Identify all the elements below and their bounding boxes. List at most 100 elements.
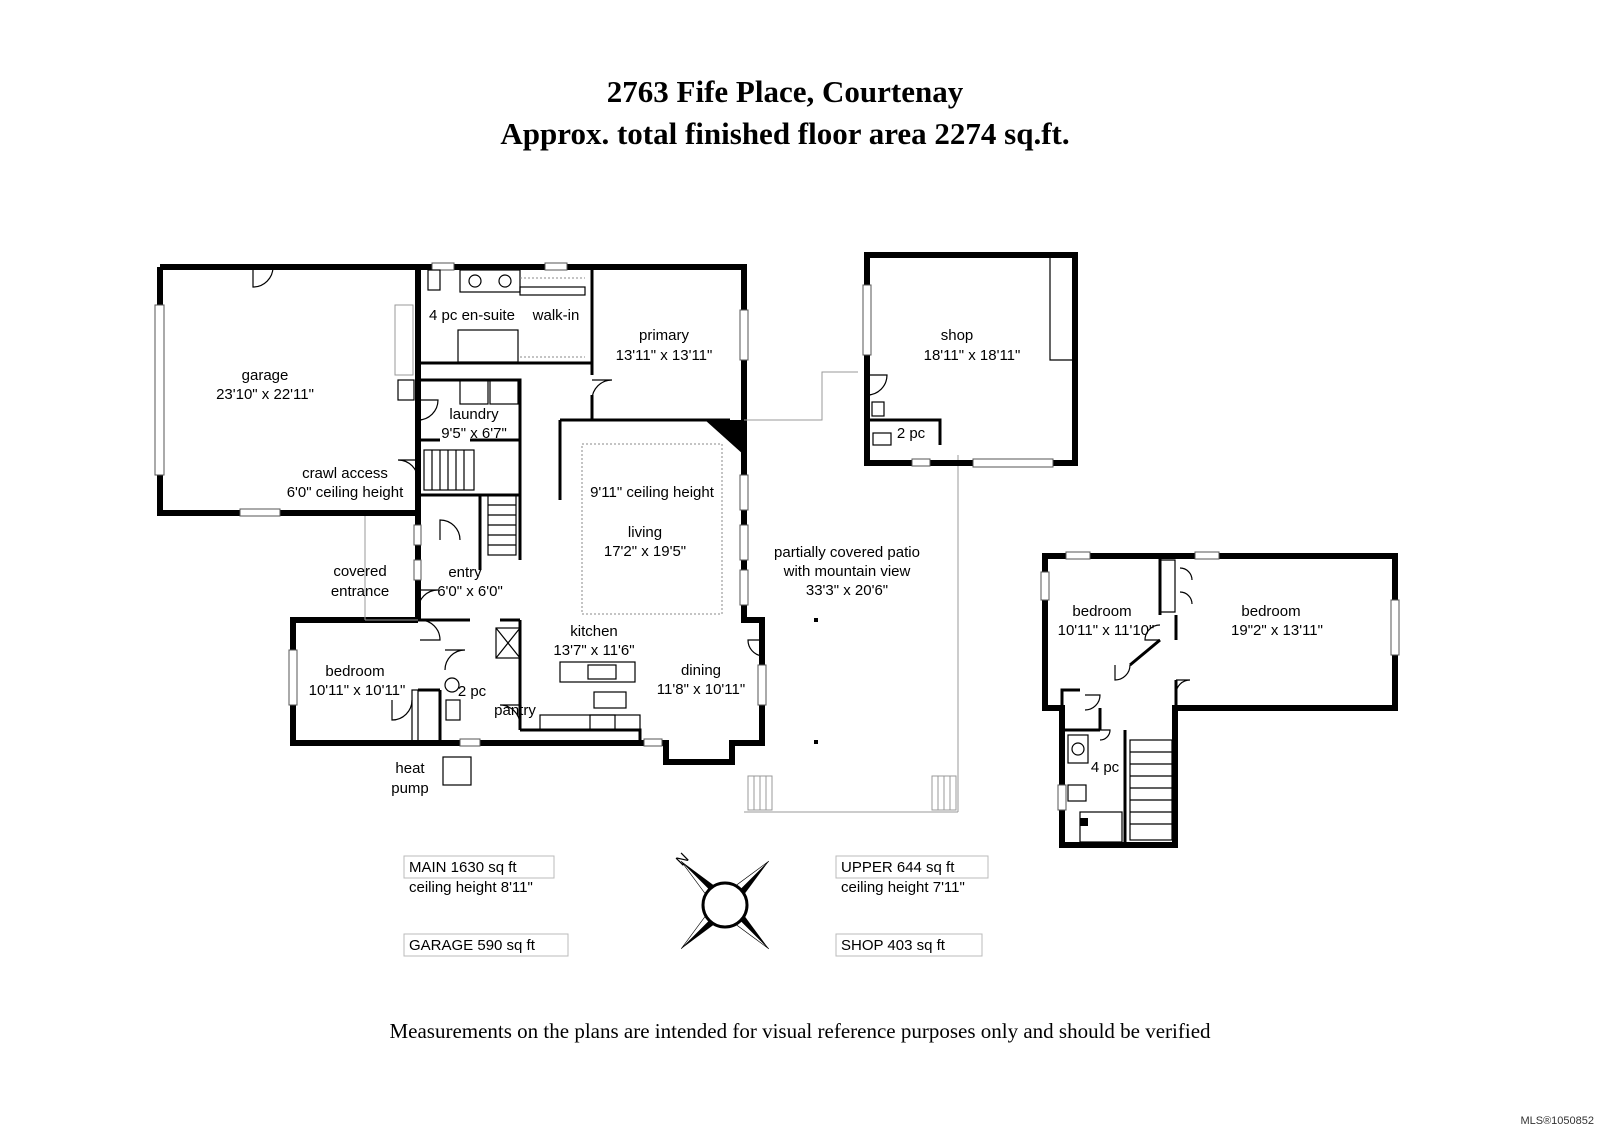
garage-shelf [394,304,414,376]
kitchen-dims: 13'7" x 11'6" [553,642,634,659]
shop-door-swing [866,374,888,396]
bath-door-swing [444,649,466,671]
patio-steps-right-lines [937,776,951,810]
ensuite-sink-2-icon [498,274,512,288]
upper-window-2 [1194,551,1220,560]
ensuite-shower [457,329,519,363]
living-vaulted-area [581,443,723,615]
upper-sink-basin-icon [1071,742,1085,756]
upper-sink-icon [1067,734,1089,764]
bedroom-upper-1-name: bedroom [1072,603,1131,620]
summary-garage-line1: GARAGE 590 sq ft [409,937,536,954]
main-stairs [423,449,517,556]
shop-shelf [1049,258,1072,361]
bedroom-closet-door-swing [391,699,413,721]
room-labels: garage 23'10" x 22'11" 4 pc en-suite wal… [216,307,1323,797]
entry-inner-door-swing [439,519,461,541]
washer-icon [459,379,489,405]
plan-area-title: Approx. total finished floor area 2274 s… [500,116,1069,151]
summary-upper-line1: UPPER 644 sq ft [841,859,955,876]
summary-main-line2: ceiling height 8'11" [409,879,533,896]
upper-door-swing-5 [1099,729,1111,741]
shop-plan [862,252,1078,468]
kitchen-table-icon [593,691,627,709]
upper-tub-icon [1079,811,1123,843]
patio-outline [744,371,959,813]
mls-watermark: MLS®1050852 [1520,1115,1594,1127]
bath-sink-icon [444,677,460,693]
living-ceiling: 9'11" ceiling height [590,484,715,501]
upper-door-swing-4 [1084,694,1101,711]
shop-door-bottom [972,458,1054,468]
dining-name: dining [681,662,721,679]
upper-door-swing-2 [1114,664,1131,681]
crawl-dims: 6'0" ceiling height [287,484,404,501]
two-pc-main-name: 2 pc [458,683,487,700]
area-summary: MAIN 1630 sq ft ceiling height 8'11" UPP… [403,855,989,957]
primary-window [739,309,749,361]
shop-walls [864,252,1078,466]
crawl-name: crawl access [302,465,388,482]
upper-window-1 [1065,551,1091,560]
dryer-icon [489,379,519,405]
upper-toilet-icon [1067,784,1087,802]
bedroom-closet [411,689,419,744]
ensuite-toilet-icon [427,269,441,291]
plan-address-title: 2763 Fife Place, Courtenay [607,74,964,109]
dining-dims: 11'8" x 10'11" [657,681,745,698]
bedroom-main-name: bedroom [325,663,384,680]
patio-dims: 33'3" x 20'6" [806,582,888,599]
ensuite-vanity [459,269,521,293]
kitchen-window [643,738,663,747]
pantry-name: pantry [494,702,536,719]
cooktop-icon [589,714,616,731]
laundry-tub-icon [397,379,415,401]
living-dims: 17'2" x 19'5" [604,543,686,560]
summary-main-line1: MAIN 1630 sq ft [409,859,517,876]
fridge-icon [495,627,521,659]
covered-entrance-line2: entrance [331,583,389,600]
patio-line1: partially covered patio [774,544,920,561]
bath-toilet-icon [445,699,461,721]
bedroom-upper-2-name: bedroom [1241,603,1300,620]
kitchen-name: kitchen [570,623,618,640]
compass-icon [680,860,770,950]
heat-pump-line2: pump [391,780,429,797]
garage-window-bottom [239,508,281,517]
ensuite-name: 4 pc en-suite [429,307,515,324]
covered-entrance-outline [364,516,418,621]
main-floor-plan [154,262,767,786]
kitchen-island [559,661,636,683]
bedroom-window [288,649,298,706]
upper-walls [1042,553,1398,848]
two-pc-shop-name: 2 pc [897,425,926,442]
summary-main-box [403,855,555,879]
shop-dims: 18'11" x 18'11" [924,347,1021,364]
upper-tub-end [1080,818,1088,826]
laundry-dims: 9'5" x 6'7" [441,425,507,442]
summary-shop-line1: SHOP 403 sq ft [841,937,946,954]
entry-window-2 [413,559,422,581]
upper-door-swing-1 [1144,624,1161,641]
entry-dims: 6'0" x 6'0" [437,583,503,600]
garage-dims: 23'10" x 22'11" [216,386,314,403]
summary-upper-box [835,855,989,879]
patio-plan [744,371,959,813]
patio-line2: with mountain view [783,563,911,580]
primary-name: primary [639,327,690,344]
shop-sink-icon [871,401,885,417]
entry-name: entry [448,564,482,581]
upper-window-5 [1057,784,1067,811]
upper-window-4 [1390,599,1400,656]
compass-north-label: N [673,850,693,870]
laundry-door-swing [417,399,439,421]
kitchen-sink-icon [587,664,617,680]
main-window-top-2 [544,262,568,271]
disclaimer-text: Measurements on the plans are intended f… [389,1019,1211,1043]
main-window-top-1 [431,262,455,271]
summary-garage-box [403,933,569,957]
living-window-1 [739,474,749,511]
entry-door-swing [417,589,439,611]
heat-pump-line1: heat [395,760,425,777]
